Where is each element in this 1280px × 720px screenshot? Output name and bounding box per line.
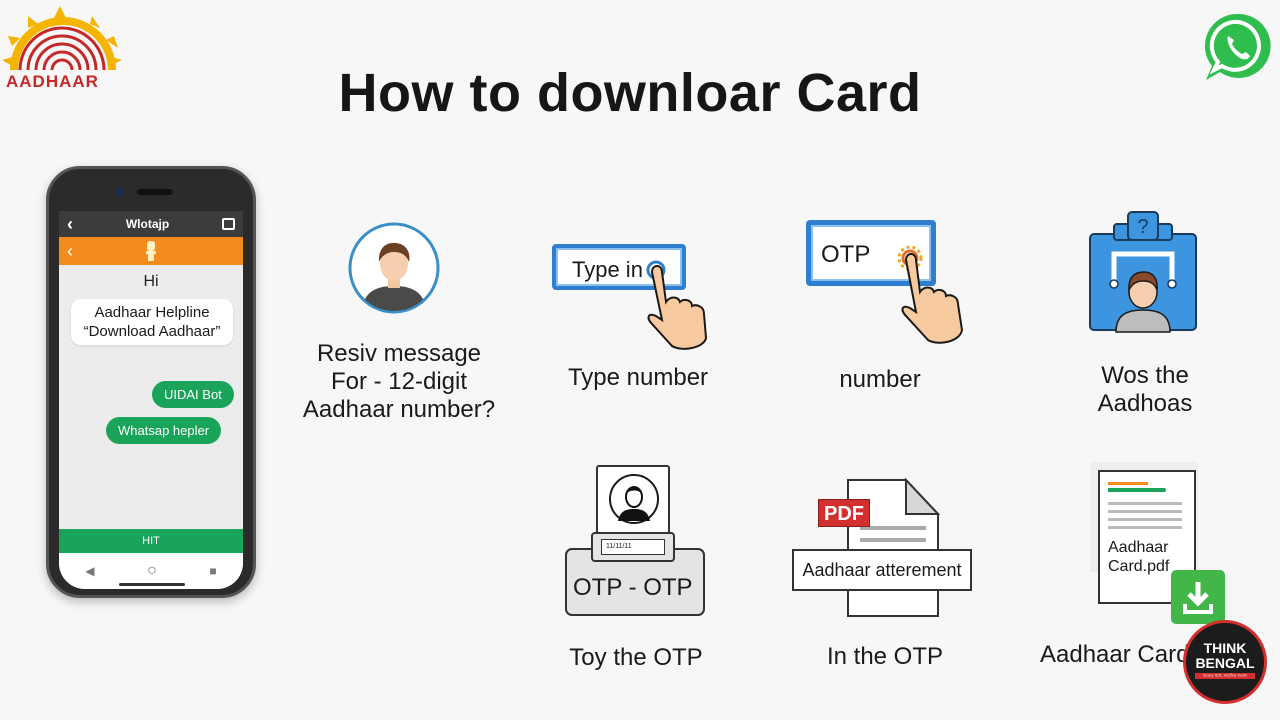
flag-stripe-green [1108,488,1166,492]
outgoing-message: UIDAI Bot [152,381,234,408]
label-line: Resiv message [316,340,482,367]
user-silhouette-icon [609,474,659,524]
tapping-hand-icon [636,258,716,358]
download-button[interactable] [1171,570,1225,624]
id-photo-card [596,465,670,535]
nav-recent-icon[interactable]: ■ [209,564,217,578]
label-line: Wos the [1101,362,1189,389]
doc-line: Card.pdf [1108,558,1170,575]
otp-text: OTP [821,241,871,268]
national-emblem-icon [146,241,156,261]
whatsapp-icon [1200,10,1276,86]
app-bar-title: Wlotajp [125,217,170,231]
page-title: How to downloar Card [338,63,922,123]
svg-text:?: ? [1137,216,1148,238]
chat-back-icon[interactable]: ‹ [67,240,73,261]
aadhaar-fingerprint-sun-icon [2,6,122,71]
greeting-text: Hi [143,273,159,290]
phone-mockup: ‹ Wlotajp ‹ Hi Aadhaar Helpline “Downloa… [46,166,256,598]
user-avatar-icon [348,222,440,314]
incoming-message-line: “Download Aadhaar” [83,323,221,340]
think-bengal-watermark: THINK BENGAL সত্যের পথে, সাহসিক সংবাদ [1183,620,1267,704]
step-label-number: number [839,366,921,393]
label-line: Aadhoas [1097,390,1193,417]
pdf-badge: PDF [818,499,870,527]
aadhaar-statement-banner: Aadhaar atterement [792,549,972,591]
app-bar: ‹ Wlotajp [59,211,243,237]
otp-slot: 11/11/11 [591,532,675,562]
step-label-receive-message: Resiv message For - 12-digit Aadhaar num… [290,340,508,424]
step-label-type-number: Type number [567,364,709,391]
back-icon[interactable]: ‹ [67,213,73,234]
otp-otp-text: OTP - OTP [573,574,693,601]
home-indicator [119,583,185,586]
camera-icon [115,188,123,196]
hit-button[interactable]: HIT [59,529,243,553]
incoming-message-line: Aadhaar Helpline [94,304,210,321]
chat-header: ‹ [59,237,243,265]
incoming-message: Aadhaar Helpline “Download Aadhaar” [71,299,233,345]
step-label-toy-the-otp: Toy the OTP [569,644,703,671]
flag-stripe-saffron [1108,482,1148,485]
step-label-aadhaar-card: Aadhaar Card [1040,641,1190,668]
aadhaar-logo: AADHAAR [0,4,128,96]
outgoing-message: Whatsap hepler [106,417,222,444]
download-icon [1183,582,1213,614]
menu-icon[interactable] [221,218,235,230]
step-label-verify: Wos the Aadhoas [1064,362,1226,418]
face-verify-icon: ? [1088,210,1200,339]
aadhaar-logo-text: AADHAAR [6,72,99,91]
doc-filename: Aadhaar Card.pdf [1108,538,1169,576]
speaker-grille [137,189,173,195]
type-in-text: Type in [572,257,643,282]
step-label-in-the-otp: In the OTP [826,643,944,670]
watermark-tagline: সত্যের পথে, সাহসিক সংবাদ [1195,673,1255,679]
phone-screen: ‹ Wlotajp ‹ Hi Aadhaar Helpline “Downloa… [59,211,243,589]
watermark-line2: BENGAL [1195,655,1255,671]
watermark-line1: THINK [1203,640,1247,656]
tapping-hand-icon [890,240,974,355]
nav-back-icon[interactable]: ◀ [85,564,95,578]
nav-home-icon[interactable]: ○ [147,562,157,579]
slot-text: 11/11/11 [601,539,665,555]
doc-line: Aadhaar [1108,539,1169,556]
label-line: For - 12-digit [330,368,468,395]
label-line: Aadhaar number? [302,396,496,423]
